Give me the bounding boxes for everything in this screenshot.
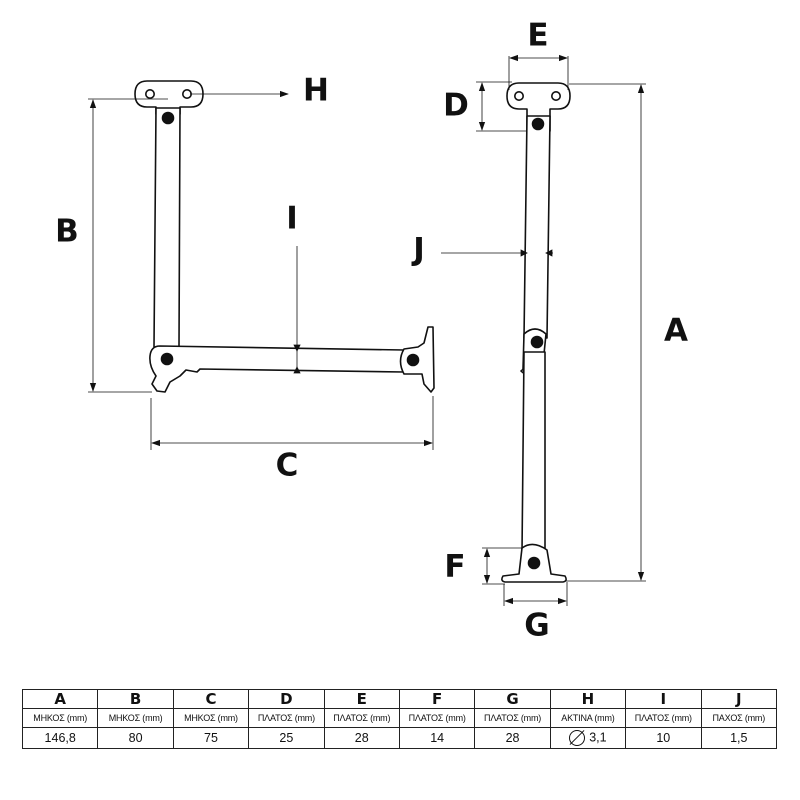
label-J: J [411,232,425,268]
header-cell: E [323,689,400,709]
label-I: I [286,201,298,237]
header-cell: J [700,689,778,709]
header-cell: C [172,689,250,709]
vertical-arm [153,107,181,348]
header-cell: I [625,689,702,709]
table-value-row: 146,8 80 75 25 28 14 28 3,1 10 1,5 [21,727,778,749]
label-A: A [664,313,688,349]
dimension-lines-left [88,90,434,450]
unit-cell: ΜΗΚΟΣ (mm) [97,708,174,728]
value-cell: 80 [97,727,174,749]
lower-arm [521,351,546,554]
unit-cell: ΠΑΧΟΣ (mm) [700,708,778,728]
value-cell: 28 [474,727,551,749]
label-F: F [444,549,465,585]
table-unit-row: ΜΗΚΟΣ (mm) ΜΗΚΟΣ (mm) ΜΗΚΟΣ (mm) ΠΛΑΤΟΣ … [21,708,778,728]
horizontal-arm [149,345,405,393]
unit-cell: ΠΛΑΤΟΣ (mm) [248,708,325,728]
extended-stay-view [501,82,571,583]
elbow-rivet [160,352,174,366]
mount-hole-left [145,89,156,100]
label-B: B [55,214,79,250]
mount-hole-left-right-view [513,91,524,102]
pivot-rivet-top [161,111,175,125]
value-cell: 75 [172,727,250,749]
unit-cell: ΠΛΑΤΟΣ (mm) [323,708,400,728]
unit-cell: ΜΗΚΟΣ (mm) [172,708,250,728]
unit-cell: ΑΚΤΙΝΑ (mm) [549,708,627,728]
upper-rivet [531,117,545,131]
value-text: 3,1 [589,730,607,745]
diameter-icon [569,730,586,746]
header-cell: H [549,689,627,709]
header-cell: G [474,689,551,709]
mount-hole-right-right-view [550,91,561,102]
dimension-lines-right [441,54,646,606]
dimensions-table: A B C D E F G H I J ΜΗΚΟΣ (mm) ΜΗΚΟΣ (mm… [21,689,778,749]
header-cell: F [398,689,476,709]
technical-drawing: B H I C E D J A F G [55,18,688,644]
mount-hole-right [182,89,193,100]
value-cell: 25 [248,727,325,749]
middle-rivet [530,335,544,349]
label-G: G [524,608,549,644]
upper-arm [523,115,551,339]
label-C: C [276,448,299,484]
value-cell: 10 [625,727,702,749]
label-E: E [527,18,548,54]
folded-stay-view [134,80,435,393]
table-header-row: A B C D E F G H I J [21,689,778,709]
dimension-labels: B H I C E D J A F G [55,18,688,644]
value-cell: 3,1 [549,727,627,749]
header-cell: B [97,689,174,709]
header-cell: D [248,689,325,709]
end-rivet [406,353,420,367]
header-cell: A [21,689,99,709]
value-cell: 28 [323,727,400,749]
unit-cell: ΠΛΑΤΟΣ (mm) [398,708,476,728]
unit-cell: ΠΛΑΤΟΣ (mm) [474,708,551,728]
bottom-rivet [527,556,541,570]
unit-cell: ΜΗΚΟΣ (mm) [21,708,99,728]
unit-cell: ΠΛΑΤΟΣ (mm) [625,708,702,728]
label-H: H [303,73,329,109]
value-cell: 1,5 [700,727,778,749]
label-D: D [443,88,469,124]
value-cell: 14 [398,727,476,749]
value-cell: 146,8 [21,727,99,749]
